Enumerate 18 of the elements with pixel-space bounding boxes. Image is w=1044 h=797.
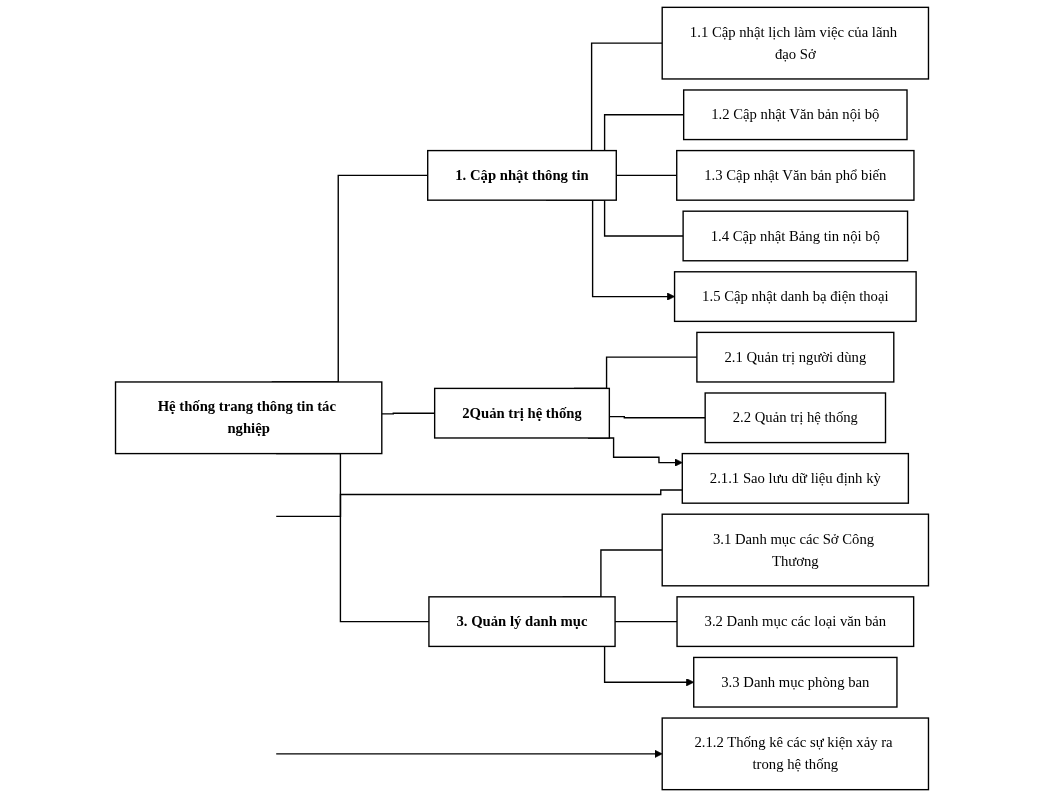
node-box: 2.1.2 Thống kê các sự kiện xảy ra trong hệ thống: [661, 717, 930, 791]
node-box: 1. Cập nhật thông tin: [427, 149, 617, 201]
arrow: [275, 749, 663, 758]
node-box: 2.1.1 Sao lưu dữ liệu định kỳ: [681, 452, 910, 504]
node-box: 3. Quản lý danh mục: [428, 596, 616, 648]
node-box: 1.3 Cập nhật Văn bản phổ biến: [676, 149, 915, 201]
node-box: 1.5 Cập nhật danh bạ điện thoại: [673, 271, 917, 323]
node-box: Hệ thống trang thông tin tác nghiệp: [114, 381, 383, 455]
node-box: 3.1 Danh mục các Sở Công Thương: [661, 513, 930, 587]
node-box: 1.4 Cập nhật Bảng tin nội bộ: [682, 210, 909, 262]
node-box: 1.1 Cập nhật lịch làm việc của lãnh đạo Sở: [661, 6, 930, 80]
node-box: 1.2 Cập nhật Văn bản nội bộ: [682, 89, 908, 141]
node-box: 3.2 Danh mục các loại văn bản: [676, 596, 915, 648]
node-box: 2Quản trị hệ thống: [433, 387, 611, 439]
node-box: 2.2 Quản trị hệ thống: [704, 392, 887, 444]
connector: [275, 489, 683, 518]
node-box: 2.1 Quản trị người dùng: [696, 331, 895, 383]
node-box: 3.3 Danh mục phòng ban: [693, 656, 898, 708]
